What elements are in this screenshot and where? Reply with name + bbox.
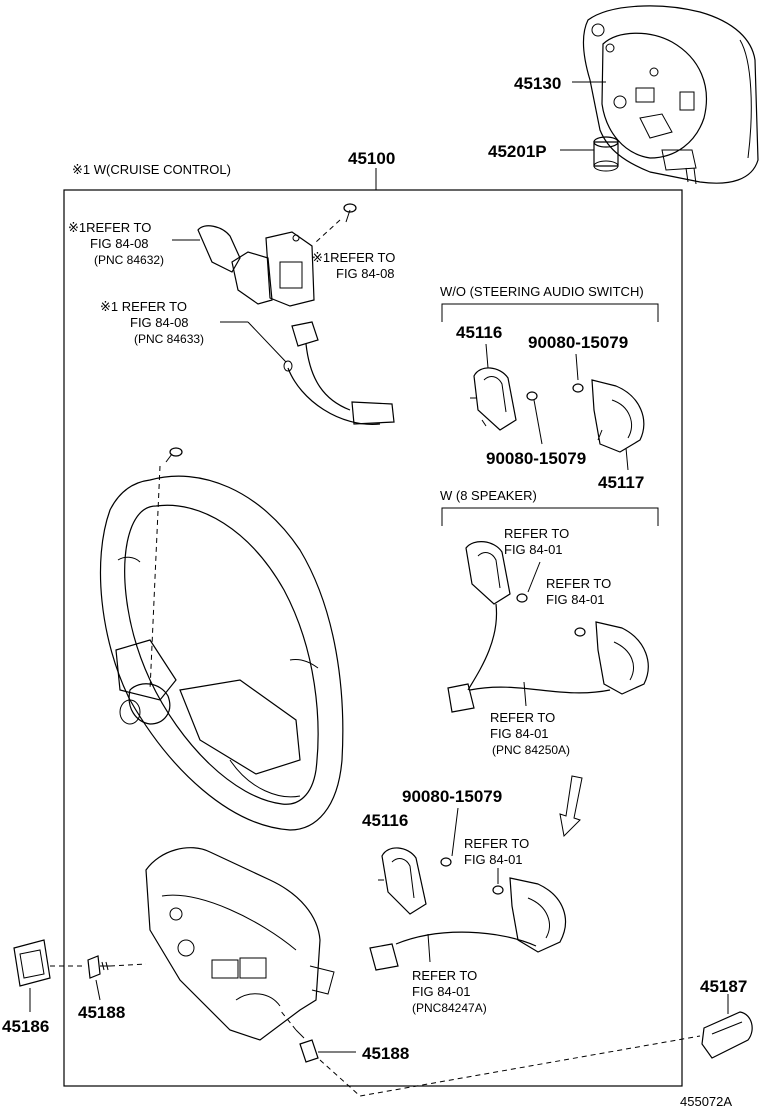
leader-45117 <box>625 447 629 471</box>
refer-note-1-line2: FIG 84-08 <box>90 236 149 251</box>
part-number-45188-bottom[interactable]: 45188 <box>362 1044 409 1063</box>
refer-note-5-line1: REFER TO <box>546 576 611 591</box>
wo-audio-switch-header: W/O (STEERING AUDIO SWITCH) <box>440 284 644 299</box>
refer-note-7-line2: FIG 84-01 <box>464 852 523 867</box>
drawing-code: 455072A <box>680 1094 732 1109</box>
direction-arrow <box>559 775 583 838</box>
dashed-screw-cruise <box>315 219 341 243</box>
leader-45116-top <box>485 343 489 369</box>
cap-45186[interactable] <box>13 939 51 987</box>
refer-note-4-line1: REFER TO <box>504 526 569 541</box>
leader-ref3-b <box>247 321 287 363</box>
screw-speaker-right <box>574 627 586 637</box>
assembly-frame <box>63 189 683 1087</box>
screw-audio-left <box>526 391 538 401</box>
airbag-cover-45130[interactable] <box>582 5 759 185</box>
bracket-wo-audio <box>441 303 659 322</box>
screw-wheel <box>165 447 183 463</box>
dashed-screw-left <box>109 963 147 967</box>
lower-harness[interactable] <box>369 931 537 971</box>
refer-note-3-line1: ※1 REFER TO <box>100 299 187 314</box>
steering-wheel[interactable] <box>99 475 344 831</box>
part-number-90080-b[interactable]: 90080-15079 <box>486 449 586 468</box>
audio-switch-right-45117[interactable] <box>591 379 645 453</box>
dashed-wheel-screw <box>149 465 161 691</box>
leader-90080-c <box>451 807 459 857</box>
part-number-45188-left[interactable]: 45188 <box>78 1003 125 1022</box>
refer-note-6-line1: REFER TO <box>490 710 555 725</box>
lower-cover[interactable] <box>145 847 335 1041</box>
part-number-45186[interactable]: 45186 <box>2 1017 49 1036</box>
leader-ref8 <box>427 933 431 963</box>
cover-45187[interactable] <box>701 1011 753 1059</box>
cruise-control-switch[interactable] <box>197 225 315 307</box>
leader-ref4 <box>527 561 541 593</box>
part-number-45116-bottom[interactable]: 45116 <box>362 811 408 830</box>
screw-45188-bottom[interactable] <box>295 1029 319 1063</box>
speaker-harness[interactable] <box>447 603 611 713</box>
refer-note-3-line3: (PNC 84633) <box>134 332 204 346</box>
refer-note-8-line1: REFER TO <box>412 968 477 983</box>
part-number-45130[interactable]: 45130 <box>514 74 561 93</box>
part-number-45201p[interactable]: 45201P <box>488 142 547 161</box>
screw-audio-right <box>572 383 584 393</box>
leader-45188-left <box>95 979 101 1001</box>
speaker-switch-right[interactable] <box>595 621 649 695</box>
part-number-45117[interactable]: 45117 <box>598 473 644 492</box>
part-number-90080-a[interactable]: 90080-15079 <box>528 333 628 352</box>
bracket-w-speaker <box>441 507 659 526</box>
part-number-90080-c[interactable]: 90080-15079 <box>402 787 502 806</box>
refer-note-8-line2: FIG 84-01 <box>412 984 471 999</box>
refer-note-1-line3: (PNC 84632) <box>94 253 164 267</box>
dashed-screw-bottom <box>279 1009 297 1031</box>
part-number-45116-top[interactable]: 45116 <box>456 323 502 342</box>
refer-note-6-line2: FIG 84-01 <box>490 726 549 741</box>
leader-ref6 <box>523 681 527 707</box>
audio-switch-left-45116[interactable] <box>470 367 517 431</box>
refer-note-1-line1: ※1REFER TO <box>68 220 151 235</box>
screw-lower-left <box>440 857 452 867</box>
screw-45188-left[interactable] <box>87 955 110 979</box>
screw-speaker-left <box>516 593 528 603</box>
refer-note-5-line2: FIG 84-01 <box>546 592 605 607</box>
lower-switch-right[interactable] <box>509 877 567 953</box>
refer-note-4-line2: FIG 84-01 <box>504 542 563 557</box>
screw-cruise <box>343 203 357 223</box>
dashed-cover-45187 <box>319 1035 701 1097</box>
refer-note-3-line2: FIG 84-08 <box>130 315 189 330</box>
spacer-45201p[interactable] <box>593 136 619 172</box>
refer-note-6-line3: (PNC 84250A) <box>492 743 570 757</box>
leader-90080-b <box>533 399 543 445</box>
refer-note-8-line3: (PNC84247A) <box>412 1001 487 1015</box>
part-number-45100[interactable]: 45100 <box>348 149 395 168</box>
w-speaker-header: W (8 SPEAKER) <box>440 488 537 503</box>
refer-note-7-line1: REFER TO <box>464 836 529 851</box>
cruise-harness[interactable] <box>283 321 395 425</box>
screw-lower-right <box>492 885 504 895</box>
cruise-control-header: ※1 W(CRUISE CONTROL) <box>72 162 231 177</box>
refer-note-2-line2: FIG 84-08 <box>336 266 395 281</box>
refer-note-2-line1: ※1REFER TO <box>312 250 395 265</box>
part-number-45187[interactable]: 45187 <box>700 977 747 996</box>
speaker-switch-left[interactable] <box>465 541 511 605</box>
leader-90080-a <box>575 353 579 381</box>
lower-switch-left-45116[interactable] <box>378 847 427 915</box>
